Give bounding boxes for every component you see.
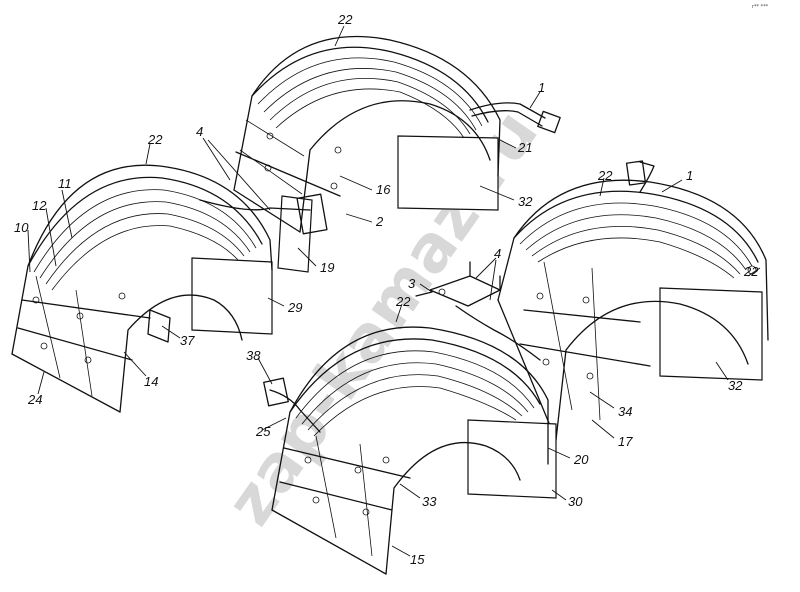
mud-flap-29	[191, 257, 273, 335]
callout-20: 20	[573, 452, 589, 467]
callout-22: 22	[743, 264, 759, 279]
center-bracket	[415, 261, 541, 361]
callout-4-rear: 4	[196, 124, 203, 139]
callout-24: 24	[27, 392, 42, 407]
callout-37: 37	[180, 333, 195, 348]
callout-32-right: 32	[728, 378, 743, 393]
fender-assembly-left	[11, 164, 311, 413]
callout-18-front: 22	[395, 294, 411, 309]
callout-15: 15	[410, 552, 425, 567]
callout-19: 19	[320, 260, 334, 275]
corner-mark: r** ***	[752, 4, 769, 10]
callout-labels: 22 1 21 4 16 2 32 19 22 11 12 10 24 14 3…	[14, 12, 759, 567]
callout-1-right: 1	[686, 168, 693, 183]
leader-lines	[27, 25, 761, 557]
fender-assembly-front	[263, 326, 557, 575]
callout-29: 29	[287, 300, 302, 315]
callout-25: 25	[255, 424, 271, 439]
callout-3: 3	[408, 276, 416, 291]
callout-32-rear: 32	[518, 194, 533, 209]
fender-assembly-right	[497, 160, 769, 441]
callout-1-rear: 1	[538, 80, 545, 95]
callout-34: 34	[618, 404, 632, 419]
callout-10: 10	[14, 220, 29, 235]
callout-14: 14	[144, 374, 158, 389]
callout-16: 16	[376, 182, 391, 197]
mud-flap-19	[277, 195, 313, 273]
callout-12: 12	[32, 198, 47, 213]
callout-33: 33	[422, 494, 437, 509]
callout-30: 30	[568, 494, 583, 509]
mud-flap-32-right	[659, 287, 763, 381]
callout-4-front: 4	[494, 246, 501, 261]
callout-17: 17	[618, 434, 633, 449]
callout-11: 11	[58, 176, 72, 191]
mud-flap-30	[467, 419, 557, 499]
callout-18-right: 22	[597, 168, 613, 183]
fender-assembly-rear-top	[233, 35, 561, 273]
callout-21: 21	[517, 140, 532, 155]
mud-flap-32-top	[397, 135, 499, 211]
callout-18-rear: 22	[337, 12, 353, 27]
callout-38: 38	[246, 348, 261, 363]
callout-18-left: 22	[147, 132, 163, 147]
callout-2: 2	[375, 214, 384, 229]
